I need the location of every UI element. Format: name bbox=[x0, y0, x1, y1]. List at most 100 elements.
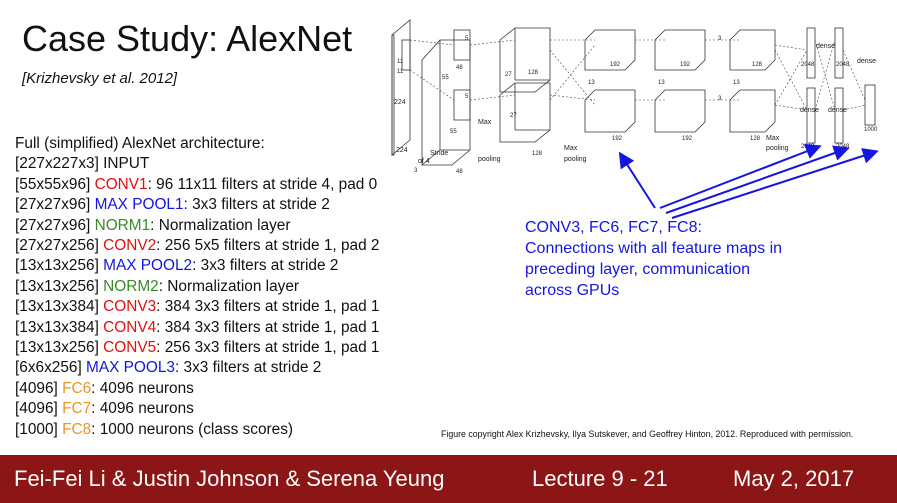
label-dense-2: dense bbox=[828, 107, 847, 114]
citation: [Krizhevsky et al. 2012] bbox=[22, 70, 178, 87]
layer-description: : 384 3x3 filters at stride 1, pad 1 bbox=[156, 298, 380, 316]
slide-title: Case Study: AlexNet bbox=[22, 18, 353, 59]
figure-copyright: Figure copyright Alex Krizhevsky, Ilya S… bbox=[441, 429, 854, 439]
fc7-top bbox=[834, 27, 844, 79]
architecture-line: [13x13x256] CONV5: 256 3x3 filters at st… bbox=[15, 338, 379, 358]
layer-description: : 3x3 filters at stride 2 bbox=[175, 359, 322, 377]
layer-shape: [27x27x96] bbox=[15, 216, 95, 234]
label-dense-4: dense bbox=[816, 43, 835, 50]
arrow-fc6 bbox=[659, 143, 822, 209]
label-pooling-2: pooling bbox=[564, 156, 587, 163]
layer-name: FC8 bbox=[62, 420, 92, 438]
fc8 bbox=[864, 84, 876, 126]
label-5-b: 5 bbox=[465, 94, 469, 100]
layer-shape: [13x13x256] bbox=[15, 339, 104, 357]
conv5-block-top bbox=[729, 29, 776, 71]
input-volume-front bbox=[391, 34, 395, 156]
layer-shape: [4096] bbox=[15, 400, 63, 418]
layer-description: : 384 3x3 filters at stride 1, pad 1 bbox=[156, 318, 380, 336]
callout-line: Connections with all feature maps in bbox=[525, 240, 783, 257]
label-max-3: Max bbox=[766, 135, 780, 142]
layer-description: : 96 11x11 filters at stride 4, pad 0 bbox=[147, 175, 378, 193]
label-224-b: 224 bbox=[396, 147, 408, 154]
input-kernel bbox=[401, 39, 411, 71]
architecture-line: [6x6x256] MAX POOL3: 3x3 filters at stri… bbox=[15, 358, 379, 378]
architecture-line: [4096] FC7: 4096 neurons bbox=[15, 399, 379, 419]
label-3: 3 bbox=[414, 168, 418, 174]
layer-shape: [1000] bbox=[15, 420, 63, 438]
label-192-b: 192 bbox=[612, 136, 623, 142]
layer-name: MAX POOL2 bbox=[103, 257, 193, 275]
label-55-a: 55 bbox=[442, 75, 449, 81]
architecture-heading: Full (simplified) AlexNet architecture: bbox=[15, 135, 265, 152]
layer-shape: [55x55x96] bbox=[15, 175, 95, 193]
architecture-line: [13x13x256] NORM2: Normalization layer bbox=[15, 277, 379, 297]
arrow-fc8 bbox=[671, 148, 879, 219]
label-pooling-3: pooling bbox=[766, 145, 789, 152]
label-5-a: 5 bbox=[465, 36, 469, 42]
layer-shape: [27x27x256] bbox=[15, 237, 104, 255]
layer-description: : 3x3 filters at stride 2 bbox=[183, 196, 330, 214]
callout-line: CONV3, FC6, FC7, FC8: bbox=[525, 219, 702, 236]
architecture-line: [55x55x96] CONV1: 96 11x11 filters at st… bbox=[15, 175, 379, 195]
arrow-fc7 bbox=[665, 145, 850, 214]
layer-description: : 256 3x3 filters at stride 1, pad 1 bbox=[156, 339, 380, 357]
fc6-top bbox=[806, 27, 816, 79]
label-11-b: 11 bbox=[397, 69, 404, 75]
architecture-lines: [227x227x3] INPUT [55x55x96] CONV1: 96 11… bbox=[15, 154, 379, 440]
layer-description: : 1000 neurons (class scores) bbox=[91, 420, 294, 438]
label-11-a: 11 bbox=[397, 59, 404, 65]
layer-name: CONV2 bbox=[103, 237, 157, 255]
conv4-block-top bbox=[654, 29, 706, 71]
layer-name: NORM1 bbox=[94, 216, 151, 234]
architecture-line: [27x27x256] CONV2: 256 5x5 filters at st… bbox=[15, 236, 379, 256]
layer-description: : 4096 neurons bbox=[91, 379, 194, 397]
architecture-line: [27x27x96] MAX POOL1: 3x3 filters at str… bbox=[15, 195, 379, 215]
layer-shape: [13x13x256] bbox=[15, 277, 104, 295]
label-128-c: 128 bbox=[752, 62, 763, 68]
layer-shape: [4096] bbox=[15, 379, 63, 397]
footer-date: May 2, 2017 bbox=[733, 466, 855, 491]
layer-name: CONV3 bbox=[103, 298, 157, 316]
conv5-block-bottom bbox=[729, 89, 776, 133]
architecture-line: [1000] FC8: 1000 neurons (class scores) bbox=[15, 420, 379, 440]
conv3-block-top bbox=[584, 29, 636, 71]
architecture-line: [4096] FC6: 4096 neurons bbox=[15, 379, 379, 399]
callout-line: preceding layer, communication bbox=[525, 261, 751, 278]
callout-line: across GPUs bbox=[525, 282, 620, 299]
layer-name: FC6 bbox=[62, 379, 92, 397]
label-stride: Stride bbox=[430, 150, 448, 157]
layer-name: FC7 bbox=[62, 400, 92, 418]
label-55-b: 55 bbox=[450, 129, 457, 135]
layer-description: : Normalization layer bbox=[158, 277, 300, 295]
callout-text: CONV3, FC6, FC7, FC8: Connections with a… bbox=[525, 217, 855, 301]
layer-shape: [13x13x256] bbox=[15, 257, 104, 275]
layer-name: CONV1 bbox=[94, 175, 148, 193]
layer-description: : 3x3 filters at stride 2 bbox=[192, 257, 339, 275]
architecture-list: Full (simplified) AlexNet architecture: … bbox=[15, 134, 379, 440]
layer-description: : Normalization layer bbox=[150, 216, 291, 234]
footer-authors: Fei-Fei Li & Justin Johnson & Serena Yeu… bbox=[14, 466, 445, 491]
label-dense-3: dense bbox=[857, 58, 876, 65]
layer-name: CONV4 bbox=[103, 318, 157, 336]
footer-bar: Fei-Fei Li & Justin Johnson & Serena Yeu… bbox=[0, 455, 897, 503]
layer-shape: [227x227x3] INPUT bbox=[15, 155, 150, 173]
layer-name: MAX POOL1 bbox=[94, 196, 184, 214]
layer-shape: [13x13x384] bbox=[15, 318, 104, 336]
label-192-d: 192 bbox=[682, 136, 693, 142]
label-128-a: 128 bbox=[528, 70, 539, 76]
label-3-a: 3 bbox=[718, 36, 722, 42]
label-dense-1: dense bbox=[800, 107, 819, 114]
label-27-b: 27 bbox=[510, 113, 517, 119]
label-128-b: 128 bbox=[532, 151, 543, 157]
layer-name: CONV5 bbox=[103, 339, 157, 357]
label-3-b: 3 bbox=[718, 96, 722, 102]
conv3-block-bottom bbox=[584, 89, 636, 133]
architecture-line: [27x27x96] NORM1: Normalization layer bbox=[15, 216, 379, 236]
label-max-2: Max bbox=[564, 145, 578, 152]
conv4-block-bottom bbox=[654, 89, 706, 133]
architecture-line: [13x13x384] CONV3: 384 3x3 filters at st… bbox=[15, 297, 379, 317]
arrow-conv3 bbox=[618, 151, 656, 209]
fc6-bottom bbox=[806, 87, 816, 144]
fc7-bottom bbox=[834, 87, 844, 144]
